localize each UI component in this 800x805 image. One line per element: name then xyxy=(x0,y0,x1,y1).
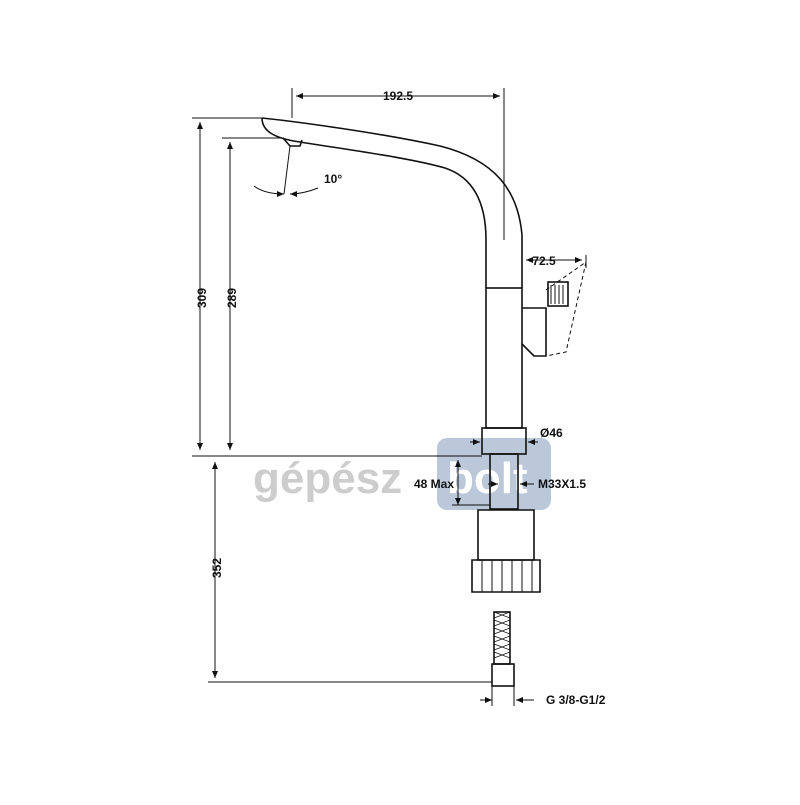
dim-angle-label: 10° xyxy=(324,172,342,186)
dim-diameter-label: Ø46 xyxy=(540,426,563,440)
dimension-lines xyxy=(192,88,587,706)
dim-hose-length-label: 352 xyxy=(210,558,224,578)
dim-hose-connection-label: G 3/8-G1/2 xyxy=(546,693,606,707)
nut-ribs xyxy=(481,560,533,592)
watermark-text-right: bolt xyxy=(447,454,528,503)
dim-handle-offset-label: 72.5 xyxy=(532,254,556,268)
dim-deck-thickness-label: 48 Max xyxy=(414,477,454,491)
spout-upper-edge xyxy=(261,117,523,288)
hose-braid xyxy=(493,611,511,659)
dim-spout-height-label: 289 xyxy=(225,288,239,308)
aerator xyxy=(282,137,303,147)
handle-block xyxy=(521,307,547,357)
hose-fitting xyxy=(491,663,515,687)
watermark-text-left: gépész xyxy=(253,454,402,503)
handle-hatching xyxy=(550,285,564,304)
watermark: gépész bolt xyxy=(253,438,551,510)
mounting-stud xyxy=(489,453,519,510)
handle-rotation-outline xyxy=(545,260,587,357)
mounting-nut xyxy=(477,509,535,561)
dim-thread-label: M33X1.5 xyxy=(538,477,586,491)
dim-total-height-label: 309 xyxy=(195,288,209,308)
faucet-body-column xyxy=(485,287,523,429)
angle-leg xyxy=(283,145,291,195)
hose xyxy=(493,611,511,665)
nut-grip xyxy=(471,559,541,593)
faucet-outline xyxy=(261,117,569,687)
dim-reach-label: 192.5 xyxy=(383,89,413,103)
spout-lower-edge xyxy=(261,117,487,288)
